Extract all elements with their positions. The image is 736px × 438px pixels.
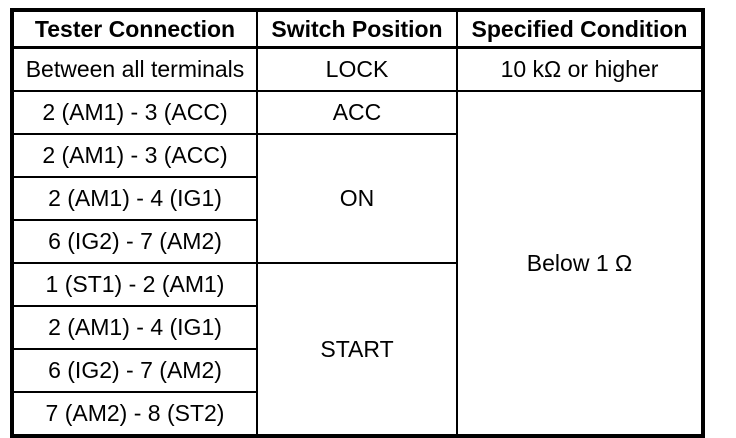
tester-connection-cell: 1 (ST1) - 2 (AM1) [11, 262, 258, 307]
tester-connection-cell: 6 (IG2) - 7 (AM2) [11, 348, 258, 393]
tester-connection-cell: Between all terminals [11, 46, 258, 92]
tester-connection-cell: 2 (AM1) - 4 (IG1) [11, 176, 258, 221]
table-row: 7 (AM2) - 8 (ST2) [11, 391, 703, 437]
table-row: 2 (AM1) - 3 (ACC) ACC Below 1 Ω [11, 90, 704, 437]
table-row: Between all terminals LOCK 10 kΩ or high… [11, 46, 704, 92]
table-row: 6 (IG2) - 7 (AM2) [11, 219, 703, 264]
switch-position-cell: START [256, 262, 458, 437]
table-row: 1 (ST1) - 2 (AM1) START [11, 262, 703, 437]
tester-connection-cell: 2 (AM1) - 4 (IG1) [11, 305, 258, 350]
switch-position-cell: ON [256, 133, 458, 264]
switch-position-cell: ACC [256, 90, 458, 135]
tester-connection-cell: 7 (AM2) - 8 (ST2) [11, 391, 258, 437]
table-row: 2 (AM1) - 3 (ACC) ON [11, 133, 703, 264]
tester-connection-cell: 6 (IG2) - 7 (AM2) [11, 219, 258, 264]
tester-connection-cell: 2 (AM1) - 3 (ACC) [11, 90, 258, 135]
specified-condition-cell: Below 1 Ω [456, 90, 704, 437]
table-row: 6 (IG2) - 7 (AM2) [11, 348, 703, 393]
table-row: 2 (AM1) - 4 (IG1) [11, 305, 703, 350]
header-row: Tester Connection Switch Position Specif… [11, 9, 704, 49]
table-row: 2 (AM1) - 4 (IG1) [11, 176, 703, 221]
tester-connection-cell: 2 (AM1) - 3 (ACC) [11, 133, 258, 178]
col-header-switch-position: Switch Position [256, 9, 458, 49]
specified-condition-cell: 10 kΩ or higher [456, 46, 704, 92]
col-header-specified-condition: Specified Condition [456, 9, 704, 49]
ignition-switch-resistance-table: Tester Connection Switch Position Specif… [10, 8, 705, 438]
col-header-tester-connection: Tester Connection [11, 9, 258, 49]
switch-position-cell: LOCK [256, 46, 458, 92]
